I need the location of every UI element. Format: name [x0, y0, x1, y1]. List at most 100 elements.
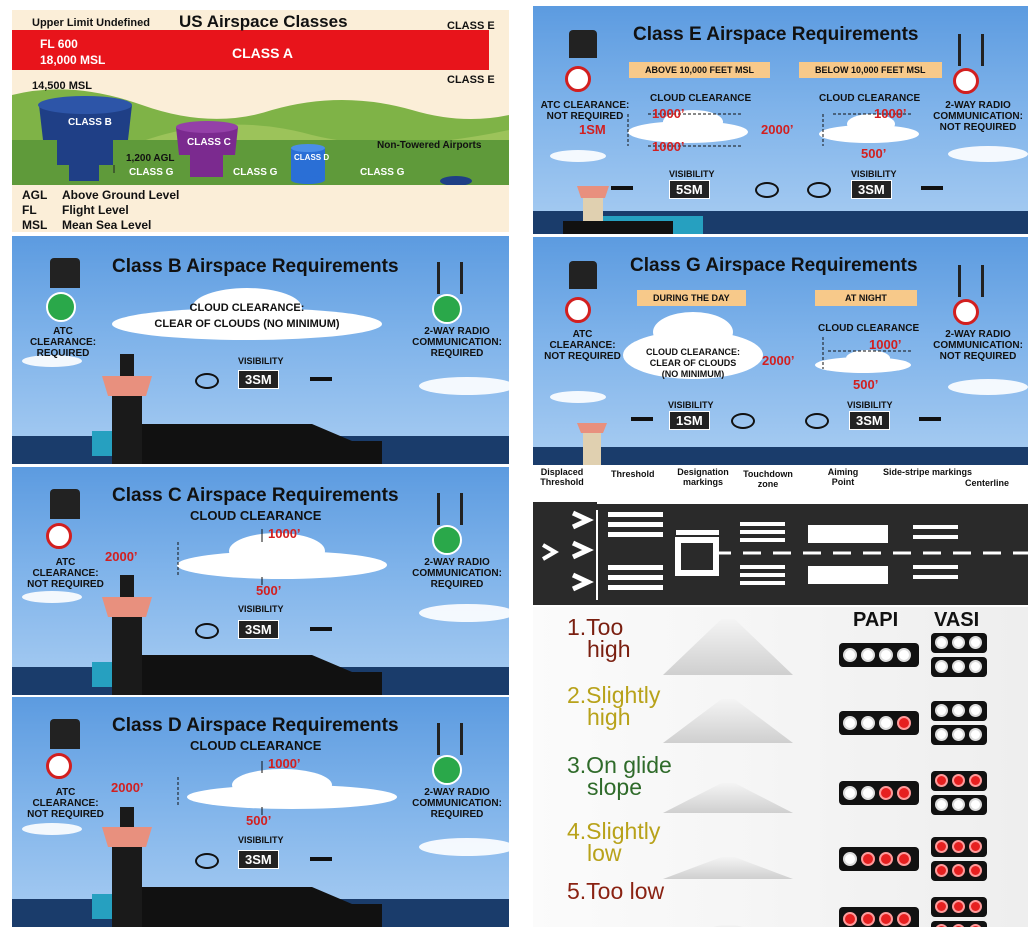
papi-light [879, 648, 893, 662]
vasi-light [969, 660, 982, 673]
displaced-threshold-line1: Displaced [540, 467, 584, 477]
no-icon [565, 66, 591, 92]
class-d-horizontal: 2000’ [111, 780, 144, 795]
runway-perspective [663, 857, 793, 879]
papi-light [861, 648, 875, 662]
fl600-label: FL 600 [40, 37, 78, 51]
check-icon [432, 755, 462, 785]
class-e-left-above: 1000’ [652, 106, 685, 121]
class-c-atc-line3: NOT REQUIRED [27, 579, 104, 590]
class-c-visibility-label: VISIBILITY [238, 604, 284, 614]
class-d-atc-line3: NOT REQUIRED [27, 809, 104, 820]
vasi-light [952, 704, 965, 717]
class-e-panel: Class E Airspace Requirements ABOVE 10,0… [533, 6, 1028, 234]
msl18000-label: 18,000 MSL [40, 53, 106, 67]
papi-label: PAPI [853, 609, 899, 631]
papi-light [843, 716, 857, 730]
atc-tower-icon [569, 30, 597, 58]
class-e-visibility-label-right: VISIBILITY [851, 169, 897, 179]
class-d-below: 500’ [246, 813, 272, 828]
class-c-radio-line3: REQUIRED [430, 579, 484, 590]
class-d-atc-line1: ATC [55, 787, 76, 798]
vasi-light [969, 900, 982, 913]
class-d-panel: Class D Airspace Requirements CLOUD CLEA… [12, 697, 509, 927]
class-b-radio-line3: REQUIRED [430, 348, 484, 359]
airspace-overview-graphic [12, 30, 509, 232]
overview-title: US Airspace Classes [179, 12, 348, 31]
class-g-day-cloud-line1: CLOUD CLEARANCE: [646, 347, 740, 357]
class-c-label: CLASS C [187, 137, 231, 148]
papi-light [879, 852, 893, 866]
glide-state-label: high [587, 636, 631, 662]
glide-state-label: 4.Slightly [567, 818, 661, 844]
class-g-label-2: CLASS G [233, 167, 278, 178]
vasi-light [969, 864, 982, 877]
threshold-label: Threshold [611, 469, 655, 479]
class-c-scene [12, 529, 509, 695]
glide-state-label: slope [587, 774, 642, 800]
airplane-icon [611, 186, 633, 190]
check-icon [432, 294, 462, 324]
class-g-visibility-right: 3SM [849, 411, 890, 430]
agl1200-label: 1,200 AGL [126, 153, 175, 164]
class-g-panel: Class G Airspace Requirements DURING THE… [533, 237, 1028, 465]
class-c-cloud-clearance: CLOUD CLEARANCE [190, 508, 322, 523]
class-b-visibility-value: 3SM [238, 370, 279, 389]
class-c-below: 500’ [256, 583, 282, 598]
class-c-radio-line1: 2-WAY RADIO [424, 557, 490, 568]
eye-icon [805, 413, 829, 429]
class-d-radio-line1: 2-WAY RADIO [424, 787, 490, 798]
legend-agl-text: Above Ground Level [62, 188, 180, 202]
class-d-visibility-value: 3SM [238, 850, 279, 869]
class-b-atc-line1: ATC [53, 326, 73, 337]
class-b-cloud-line2: CLEAR OF CLOUDS (NO MINIMUM) [154, 318, 340, 330]
class-g-atc-line2: CLEARANCE: [549, 340, 616, 351]
displaced-threshold-line2: Threshold [540, 477, 584, 487]
class-d-visibility-label: VISIBILITY [238, 835, 284, 845]
vasi-light [952, 636, 965, 649]
class-g-day-tag: DURING THE DAY [637, 290, 746, 306]
airplane-icon [310, 627, 332, 631]
class-g-day-cloud-line2: CLEAR OF CLOUDS [649, 358, 737, 368]
class-c-above: 1000’ [268, 526, 301, 541]
class-b-scene [12, 288, 509, 464]
class-c-atc-line2: CLEARANCE: [32, 568, 99, 579]
touchdown-line1: Touchdown [743, 469, 793, 479]
papi-light [843, 912, 857, 926]
check-icon [432, 525, 462, 555]
class-e-left-below: 1000’ [652, 139, 685, 154]
class-c-atc-line1: ATC [55, 557, 76, 568]
vasi-light [935, 704, 948, 717]
runway-perspective [663, 925, 793, 927]
eye-icon [731, 413, 755, 429]
class-b-visibility-label: VISIBILITY [238, 356, 284, 366]
class-e-radio-line2: COMMUNICATION: [933, 111, 1023, 122]
class-g-atc-line1: ATC [572, 329, 593, 340]
legend-fl-abbr: FL [22, 203, 37, 217]
vasi-light [952, 774, 965, 787]
class-g-scene [533, 312, 1028, 465]
msl14500-label: 14,500 MSL [32, 80, 92, 92]
eye-icon [807, 182, 831, 198]
papi-light [897, 852, 911, 866]
class-b-radio-line2: COMMUNICATION: [412, 337, 502, 348]
papi-light [879, 716, 893, 730]
vasi-label: VASI [934, 609, 980, 631]
vasi-light [952, 840, 965, 853]
vasi-light [969, 798, 982, 811]
vasi-light [935, 728, 948, 741]
class-g-right-above: 1000’ [869, 337, 902, 352]
class-e-visibility-label-left: VISIBILITY [669, 169, 715, 179]
vasi-light [935, 636, 948, 649]
papi-light [879, 912, 893, 926]
non-towered-label: Non-Towered Airports [377, 140, 482, 151]
class-g-day-cloud-line3: (NO MINIMUM) [661, 369, 725, 379]
class-e-cloud-left: CLOUD CLEARANCE [650, 93, 752, 104]
class-e-right-horizontal: 2000’ [761, 122, 794, 137]
class-b-panel: Class B Airspace Requirements CLOUD CLEA… [12, 236, 509, 464]
class-b-radio-line1: 2-WAY RADIO [424, 326, 490, 337]
upper-limit-label: Upper Limit Undefined [32, 17, 150, 29]
papi-light [897, 648, 911, 662]
class-b-title: Class B Airspace Requirements [112, 256, 399, 277]
legend-agl-abbr: AGL [22, 188, 48, 202]
